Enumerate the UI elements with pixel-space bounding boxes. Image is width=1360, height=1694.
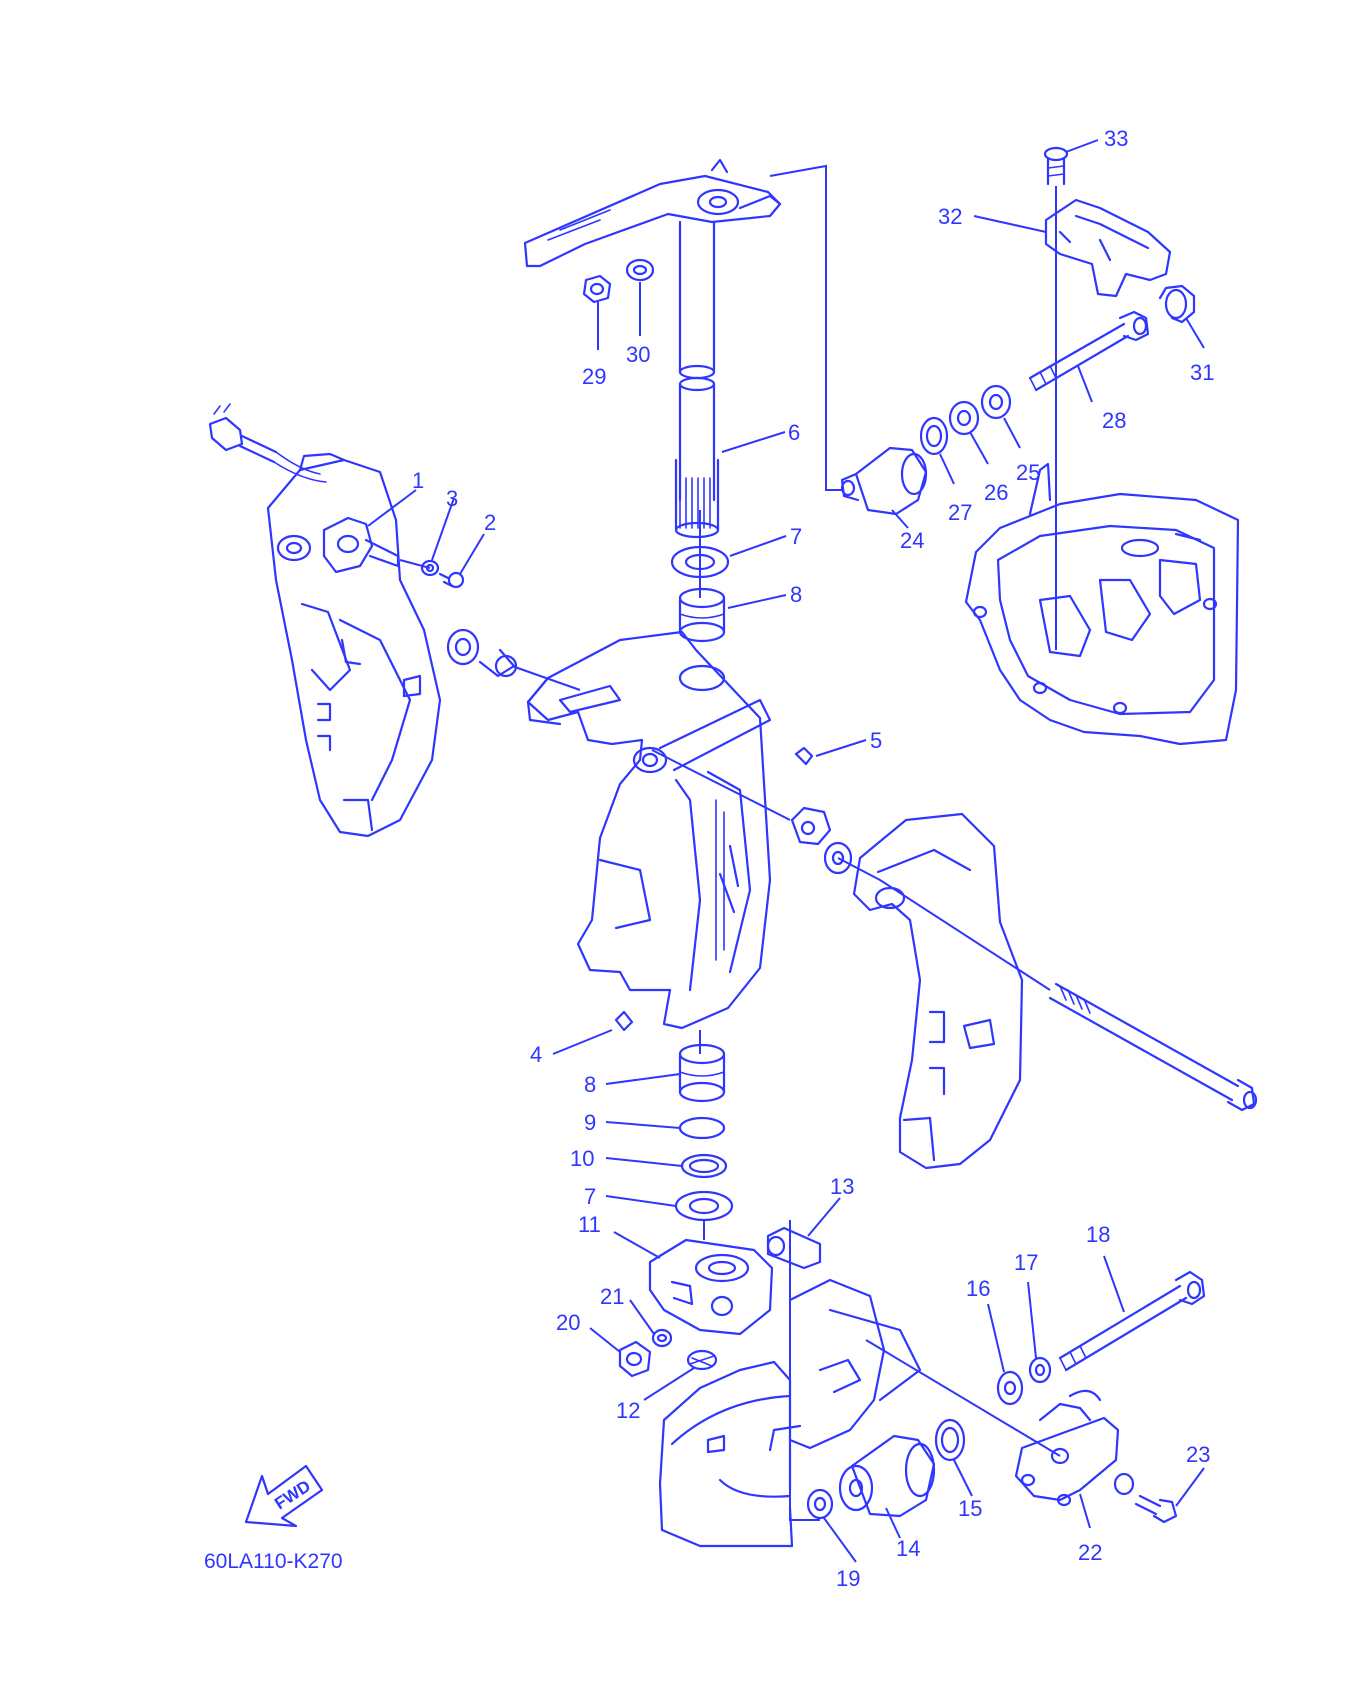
bolt-23 xyxy=(1134,1494,1178,1524)
swivel-bracket xyxy=(526,630,772,1030)
collar-31 xyxy=(1158,284,1196,324)
callout-20: 20 xyxy=(556,1310,580,1335)
callout-22: 22 xyxy=(1078,1540,1102,1565)
callout-23: 23 xyxy=(1186,1442,1210,1467)
callout-5: 5 xyxy=(870,728,882,753)
bushing-8-top xyxy=(678,587,726,643)
collar-10 xyxy=(680,1153,728,1179)
washer-19 xyxy=(806,1488,834,1520)
nut-20 xyxy=(618,1340,652,1378)
center-lines xyxy=(399,164,1061,1521)
nut-29 xyxy=(582,274,612,304)
callout-14: 14 xyxy=(896,1536,920,1561)
callout-8-bottom: 8 xyxy=(584,1072,596,1097)
trim-sensor xyxy=(322,516,400,574)
bolt-18 xyxy=(1058,1270,1206,1372)
bushing-8-bottom xyxy=(678,1043,726,1103)
callout-3: 3 xyxy=(446,486,458,511)
bushing-right xyxy=(790,806,853,875)
callout-31: 31 xyxy=(1190,360,1214,385)
o-ring-9 xyxy=(678,1116,726,1140)
callout-33: 33 xyxy=(1104,126,1128,151)
lower-mount-14 xyxy=(838,1434,936,1518)
leader-lines xyxy=(367,139,1205,1563)
callout-labels: 1 2 3 4 5 6 7 7 8 8 9 10 11 12 13 14 15 … xyxy=(412,126,1214,1591)
callout-30: 30 xyxy=(626,342,650,367)
washer-16 xyxy=(996,1370,1024,1406)
fwd-arrow-icon xyxy=(244,1464,324,1528)
callout-9: 9 xyxy=(584,1110,596,1135)
wire-connector xyxy=(208,403,327,483)
washer-22-side xyxy=(1113,1472,1135,1496)
grease-nipple-4 xyxy=(614,1010,634,1032)
washer-25 xyxy=(980,384,1012,420)
callout-17: 17 xyxy=(1014,1250,1038,1275)
callout-4: 4 xyxy=(530,1042,542,1067)
bolt-28 xyxy=(1028,310,1150,392)
callout-28: 28 xyxy=(1102,408,1126,433)
mount-cover-32 xyxy=(1044,198,1172,298)
clamp-bracket-right xyxy=(852,812,1024,1170)
callout-26: 26 xyxy=(984,480,1008,505)
clamp-bracket-left xyxy=(266,452,442,838)
fwd-label: FWD xyxy=(271,1476,314,1513)
callout-29: 29 xyxy=(582,364,606,389)
mount-bracket-22 xyxy=(1014,1389,1120,1507)
callout-32: 32 xyxy=(938,204,962,229)
callout-27: 27 xyxy=(948,500,972,525)
tilt-pin xyxy=(1048,982,1258,1112)
engine-mount-bracket xyxy=(964,462,1240,746)
screw-2 xyxy=(438,571,465,589)
washer-7-bottom xyxy=(674,1190,734,1222)
callout-12: 12 xyxy=(616,1398,640,1423)
upper-mount-24 xyxy=(840,446,928,516)
bolt-33 xyxy=(1043,146,1069,186)
damper-13 xyxy=(766,1226,822,1270)
callout-2: 2 xyxy=(484,510,496,535)
callout-1: 1 xyxy=(412,468,424,493)
callout-8-top: 8 xyxy=(790,582,802,607)
callout-18: 18 xyxy=(1086,1222,1110,1247)
bushing-left xyxy=(446,628,518,678)
callout-16: 16 xyxy=(966,1276,990,1301)
callout-24: 24 xyxy=(900,528,924,553)
callout-11: 11 xyxy=(578,1212,601,1237)
lower-mount-bracket xyxy=(648,1238,774,1336)
steering-arm xyxy=(523,158,782,268)
washer-26 xyxy=(948,400,980,436)
callout-7-top: 7 xyxy=(790,524,802,549)
callout-7-bottom: 7 xyxy=(584,1184,596,1209)
washer-15 xyxy=(934,1418,966,1462)
washer-30 xyxy=(625,258,655,282)
callout-25: 25 xyxy=(1016,460,1040,485)
seal-27 xyxy=(919,416,949,456)
callout-21: 21 xyxy=(600,1284,624,1309)
washer-21 xyxy=(651,1328,673,1348)
callout-19: 19 xyxy=(836,1566,860,1591)
washer-17 xyxy=(1028,1356,1052,1384)
callout-10: 10 xyxy=(570,1146,594,1171)
spring-nut-12 xyxy=(686,1349,718,1371)
callout-13: 13 xyxy=(830,1174,854,1199)
callout-6: 6 xyxy=(788,420,800,445)
steering-shaft xyxy=(674,220,720,539)
diagram-code: 60LA110-K270 xyxy=(204,1550,343,1573)
callout-15: 15 xyxy=(958,1496,982,1521)
grease-nipple-5 xyxy=(794,746,814,766)
